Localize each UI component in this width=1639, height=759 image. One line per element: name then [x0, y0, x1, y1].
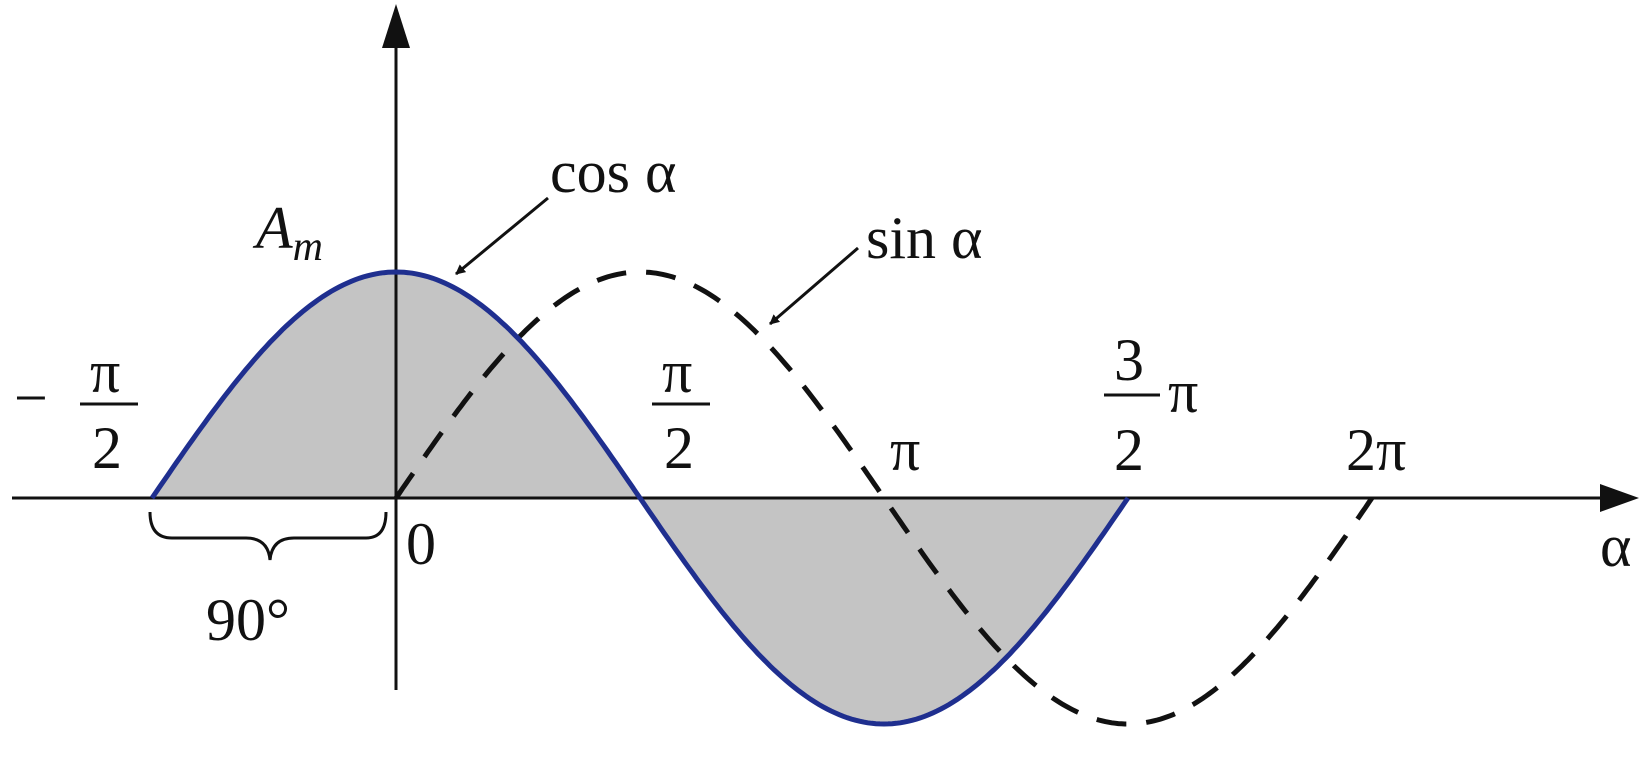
amplitude-label: Am [252, 195, 323, 270]
tick-three-half-pi-denominator: 2 [1114, 417, 1144, 483]
sin-curve [393, 269, 1375, 727]
sin-label: sin α [866, 205, 982, 271]
tick-neg-half-pi-denominator: 2 [92, 415, 122, 481]
tick-two-pi: 2π [1346, 417, 1406, 483]
y-axis-arrowhead [382, 4, 410, 48]
tick-half-pi-denominator: 2 [664, 415, 694, 481]
origin-label: 0 [406, 511, 436, 577]
cos-label-pointer [455, 196, 549, 276]
tick-neg-half-pi-numerator: π [90, 339, 120, 405]
tick-three-half-pi-numerator: 3 [1114, 327, 1144, 393]
sin-label-pointer [769, 246, 859, 326]
cos-negative-shading [640, 498, 1128, 724]
x-axis-arrowhead [1600, 484, 1639, 512]
alpha-axis-label: α [1600, 513, 1631, 579]
phase-shift-label: 90° [206, 587, 290, 653]
tick-pi: π [890, 417, 920, 483]
tick-half-pi-numerator: π [662, 339, 692, 405]
cos-label: cos α [550, 139, 676, 205]
tick-three-half-pi-suffix: π [1168, 359, 1198, 425]
tick-neg-half-pi-sign: − [14, 365, 48, 431]
cos-curve [149, 269, 1131, 727]
phase-shift-brace [148, 511, 388, 561]
